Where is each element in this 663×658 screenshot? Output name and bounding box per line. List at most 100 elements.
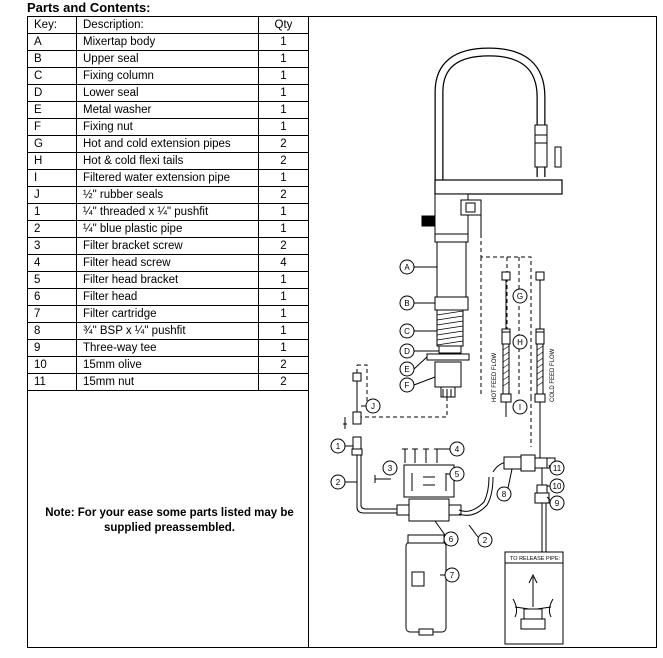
svg-text:9: 9 xyxy=(555,499,560,508)
filter-head xyxy=(408,498,450,522)
svg-text:6: 6 xyxy=(449,535,454,544)
svg-text:3: 3 xyxy=(388,464,393,473)
row-description: Filter cartridge xyxy=(76,305,259,323)
row-description: 15mm nut xyxy=(76,373,259,391)
callout-B: B xyxy=(399,295,435,311)
row-qty: 1 xyxy=(258,339,309,357)
row-key: H xyxy=(27,152,77,170)
callout-10: 10 xyxy=(547,478,565,494)
row-description: ¾" BSP x ¼" pushfit xyxy=(76,322,259,340)
cold-feed-flow-label: COLD FEED FLOW xyxy=(550,348,556,402)
row-key: 4 xyxy=(27,254,77,272)
row-qty: 1 xyxy=(258,305,309,323)
callout-11: 11 xyxy=(548,460,565,476)
row-qty: 2 xyxy=(258,373,309,391)
row-description: Hot and cold extension pipes xyxy=(76,135,259,153)
row-key: C xyxy=(27,67,77,85)
callout-8: 8 xyxy=(496,468,513,502)
svg-text:10: 10 xyxy=(553,482,562,491)
row-qty: 1 xyxy=(258,220,309,238)
row-key: 1 xyxy=(27,203,77,221)
row-qty: 1 xyxy=(258,50,309,68)
callout-7: 7 xyxy=(440,567,460,583)
row-qty: 2 xyxy=(258,237,309,255)
row-description: Metal washer xyxy=(76,101,259,119)
row-qty: 1 xyxy=(258,271,309,289)
row-key: I xyxy=(27,169,77,187)
header-description: Description: xyxy=(76,16,259,34)
callout-2-right: 2 xyxy=(468,524,493,548)
preassembled-note: Note: For your ease some parts listed ma… xyxy=(45,507,294,534)
svg-text:J: J xyxy=(371,402,375,411)
callout-G: G xyxy=(512,288,528,304)
row-key: 8 xyxy=(27,322,77,340)
svg-text:1: 1 xyxy=(336,442,341,451)
filter-cartridge xyxy=(405,541,447,633)
row-key: J xyxy=(27,186,77,204)
callout-2-left: 2 xyxy=(330,474,357,490)
row-key: 5 xyxy=(27,271,77,289)
row-qty: 1 xyxy=(258,288,309,306)
row-description: Filter bracket screw xyxy=(76,237,259,255)
row-description: Three-way tee xyxy=(76,339,259,357)
row-description: ¼" blue plastic pipe xyxy=(76,220,259,238)
callout-3: 3 xyxy=(382,460,398,476)
svg-text:7: 7 xyxy=(450,571,455,580)
row-qty: 1 xyxy=(258,101,309,119)
callout-5: 5 xyxy=(446,466,465,482)
row-qty: 1 xyxy=(258,33,309,51)
row-qty: 1 xyxy=(258,169,309,187)
row-description: Filter head screw xyxy=(76,254,259,272)
svg-text:E: E xyxy=(404,365,409,374)
row-key: 7 xyxy=(27,305,77,323)
row-qty: 1 xyxy=(258,118,309,136)
callout-C: C xyxy=(399,323,437,339)
svg-text:D: D xyxy=(404,347,410,356)
callout-4: 4 xyxy=(440,441,465,457)
row-description: Upper seal xyxy=(76,50,259,68)
row-key: E xyxy=(27,101,77,119)
row-qty: 2 xyxy=(258,152,309,170)
row-key: 10 xyxy=(27,356,77,374)
svg-text:G: G xyxy=(517,292,523,301)
svg-text:B: B xyxy=(404,299,409,308)
row-key: B xyxy=(27,50,77,68)
svg-text:C: C xyxy=(404,327,410,336)
tap-body xyxy=(434,179,563,195)
row-description: Fixing nut xyxy=(76,118,259,136)
callout-E: E xyxy=(399,356,428,377)
row-description: 15mm olive xyxy=(76,356,259,374)
page-title: Parts and Contents: xyxy=(27,0,151,15)
release-box xyxy=(504,551,564,645)
release-pipe-label: TO RELEASE PIPE: xyxy=(510,556,561,562)
row-description: Hot & cold flexi tails xyxy=(76,152,259,170)
callout-9: 9 xyxy=(546,495,565,511)
header-key: Key: xyxy=(27,16,77,34)
table-header-row: Key: Description: Qty xyxy=(27,16,309,34)
row-description: Filter head xyxy=(76,288,259,306)
svg-text:H: H xyxy=(517,338,523,347)
svg-text:8: 8 xyxy=(502,490,507,499)
row-qty: 2 xyxy=(258,135,309,153)
row-description: ½" rubber seals xyxy=(76,186,259,204)
callout-J: J xyxy=(361,398,381,414)
row-description: Fixing column xyxy=(76,67,259,85)
row-key: 2 xyxy=(27,220,77,238)
column-divider xyxy=(308,16,309,648)
row-qty: 1 xyxy=(258,84,309,102)
svg-text:I: I xyxy=(519,403,521,412)
